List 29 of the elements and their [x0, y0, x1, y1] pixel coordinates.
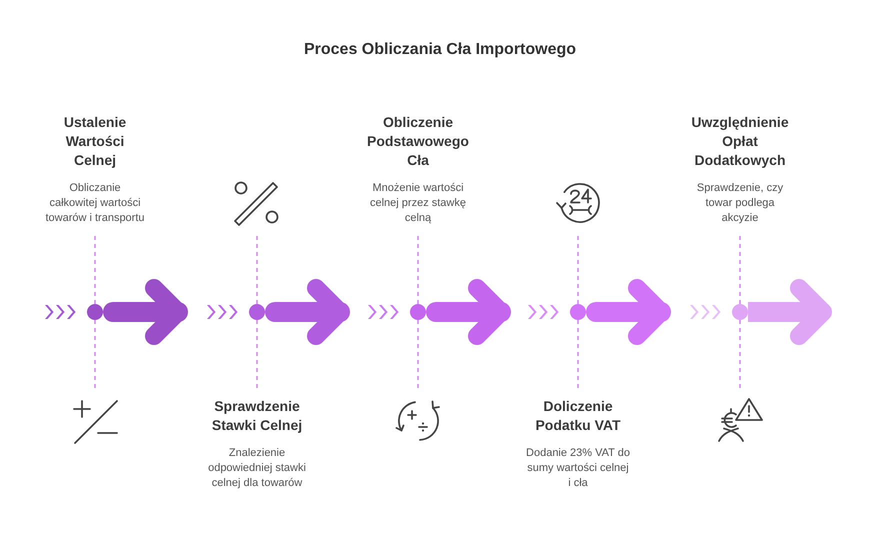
dashed-line [417, 320, 419, 388]
dashed-line [417, 235, 419, 304]
dashed-line [577, 320, 579, 388]
percent-icon [233, 179, 281, 227]
arrow [748, 279, 832, 345]
dashed-line [739, 320, 741, 388]
step-heading: Uwzględnienie Opłat Dodatkowych [690, 113, 790, 170]
step-description: Znalezienie odpowiedniej stawki celnej dla towarów [208, 446, 306, 491]
step-description: Sprawdzenie, czy towar podlega akcyzie [696, 181, 784, 226]
dashed-line [256, 320, 258, 388]
dashed-line [94, 320, 96, 388]
timeline-dot-icon [732, 304, 748, 320]
timeline-dot-icon [249, 304, 265, 320]
timeline-dot-icon [410, 304, 426, 320]
step-heading: Obliczenie Podstawowego Cła [366, 113, 470, 170]
timeline-dot-icon [87, 304, 103, 320]
step-description: Mnożenie wartości celnej przez stawkę celną [370, 181, 466, 226]
step-description: Dodanie 23% VAT do sumy wartości celnej i cła [526, 446, 630, 491]
timeline-dot-icon [570, 304, 586, 320]
dashed-line [739, 235, 741, 304]
step-heading: Sprawdzenie Stawki Celnej [211, 397, 303, 435]
dashed-line [577, 236, 579, 304]
dashed-line [94, 235, 96, 304]
step-heading: Ustalenie Wartości Celnej [63, 113, 127, 170]
step-description: Obliczanie całkowitej wartości towarów i transportu [44, 181, 146, 226]
diagram-title: Proces Obliczania Cła Importowego [304, 41, 576, 59]
euro-warning-icon [716, 397, 764, 445]
plus-minus-icon [71, 397, 119, 445]
step-heading: Doliczenie Podatku VAT [534, 397, 622, 435]
